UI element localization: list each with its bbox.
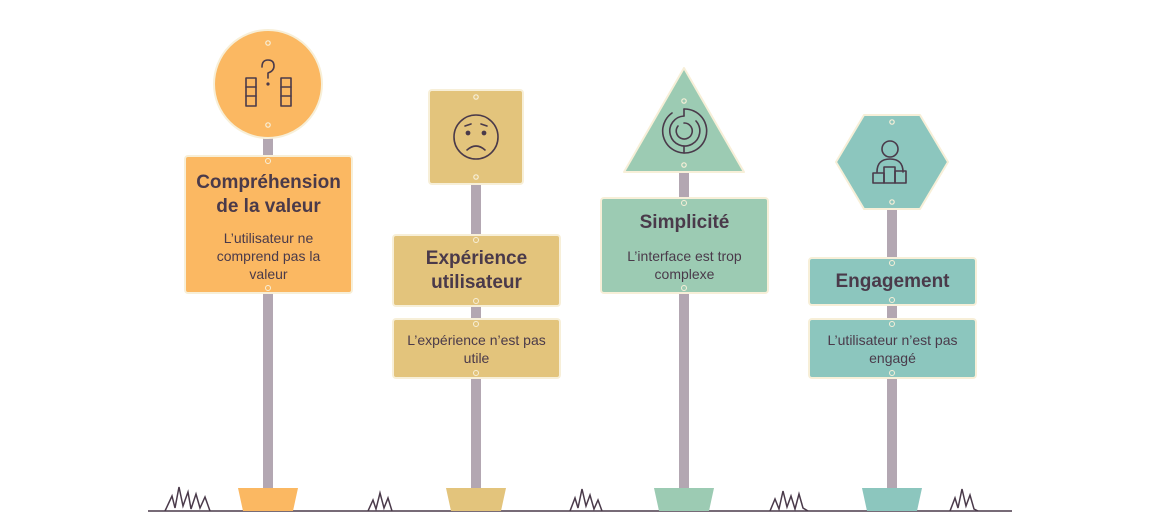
screw-dot [473, 321, 479, 327]
screw-dot [681, 200, 687, 206]
grass-tuft [569, 488, 603, 512]
sign-base [654, 488, 714, 511]
sign-description: L’interface est trop complexe [627, 248, 742, 282]
sign-base [446, 488, 506, 511]
bases [238, 488, 922, 511]
sign-description: L’utilisateur n’est pas engagé [827, 331, 958, 366]
grass-tuft [949, 488, 979, 512]
triangle-sign [623, 67, 745, 173]
grass-tuft [367, 490, 393, 512]
grass-tuft [164, 486, 211, 512]
sign-desc-card-engagement: L’utilisateur n’est pas engagé [808, 318, 977, 379]
screw-dot [473, 237, 479, 243]
head-dots [265, 40, 895, 205]
screw-dot [889, 297, 895, 303]
sign-description: L’expérience n’est pas utile [407, 331, 546, 366]
screw-dot [889, 119, 895, 125]
screw-dot [265, 122, 271, 128]
sign-title-card-simplicity: Simplicité L’interface est trop complexe [600, 197, 769, 294]
sign-title: Simplicité [639, 212, 730, 233]
screw-dot [265, 158, 271, 164]
sign-title: Expérience utilisateur [425, 247, 528, 293]
hexagon-sign [835, 114, 949, 210]
screw-dot [473, 94, 479, 100]
user-podium-icon [872, 140, 907, 184]
question-blocks-icon [245, 59, 292, 107]
sign-description: L’utilisateur ne comprend pas la valeur [216, 230, 321, 282]
maze-icon [661, 108, 708, 154]
screw-dot [473, 298, 479, 304]
sign-base [862, 488, 922, 511]
sign-title-card-experience: Expérience utilisateur [392, 234, 561, 307]
pole [263, 135, 273, 491]
square-sign [428, 89, 524, 185]
grass-tuft [769, 490, 809, 512]
pole [679, 172, 689, 491]
screw-dot [265, 285, 271, 291]
screw-dot [681, 162, 687, 168]
sign-base [238, 488, 298, 511]
screw-dot [889, 321, 895, 327]
screw-dot [889, 199, 895, 205]
sign-title: Engagement [835, 270, 950, 292]
sign-title-card-value: Compréhension de la valeur L’utilisateur… [184, 155, 353, 294]
screw-dot [681, 98, 687, 104]
screw-dot [265, 40, 271, 46]
sign-heads [213, 29, 949, 210]
sign-title: Compréhension de la valeur [196, 172, 341, 217]
screw-dot [889, 260, 895, 266]
screw-dot [473, 174, 479, 180]
screw-dot [889, 370, 895, 376]
sad-face-icon [453, 114, 499, 160]
screw-dot [681, 285, 687, 291]
poles [263, 135, 897, 491]
sign-desc-card-experience: L’expérience n’est pas utile [392, 318, 561, 379]
screw-dot [473, 370, 479, 376]
